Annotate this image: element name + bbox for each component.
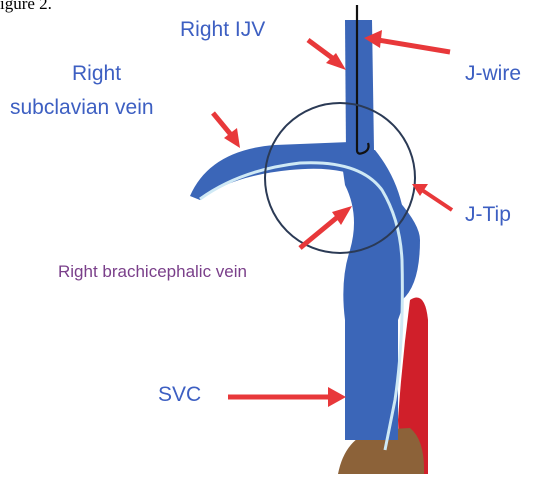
label-right-brachiocephalic: Right brachicephalic vein — [58, 262, 247, 282]
label-j-wire: J-wire — [465, 62, 521, 86]
arrow-j-wire — [378, 40, 450, 52]
arrow-j-tip — [422, 190, 452, 210]
label-svc: SVC — [158, 383, 201, 407]
figure-caption: igure 2. — [0, 0, 52, 14]
label-j-tip: J-Tip — [465, 203, 511, 227]
arrow-brachiocephalic — [300, 215, 340, 248]
label-right-subclavian-line2: subclavian vein — [10, 96, 154, 120]
label-right-subclavian-line1: Right — [72, 62, 121, 86]
arrowhead-svc — [328, 387, 346, 407]
vein-system — [190, 20, 420, 440]
arrow-right-ijv — [308, 40, 335, 60]
arrow-subclavian — [213, 113, 232, 136]
label-right-ijv: Right IJV — [180, 18, 265, 42]
